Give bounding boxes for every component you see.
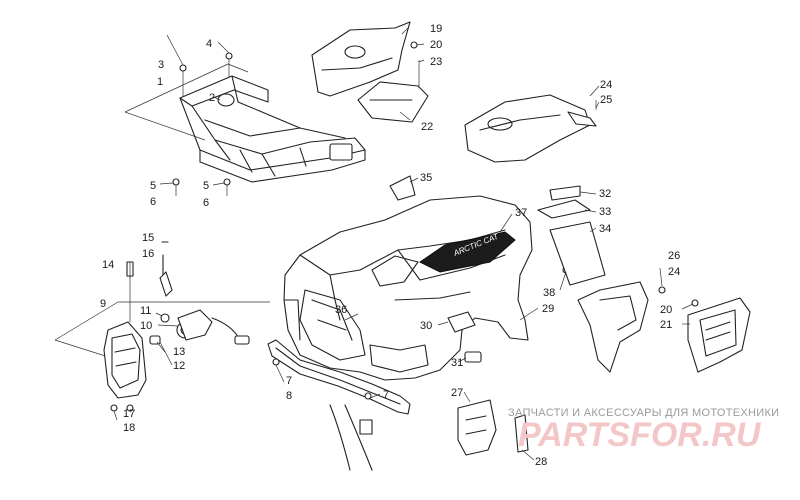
- callout-label: 8: [286, 390, 292, 402]
- headlight-assembly: [54, 241, 270, 412]
- callout-label: 29: [542, 303, 554, 315]
- callout-label: 27: [451, 387, 463, 399]
- callout-label: 5: [203, 180, 209, 192]
- callout-label: 14: [102, 259, 114, 271]
- callout-label: 7: [383, 389, 389, 401]
- rear-splash-guard: [464, 94, 597, 163]
- callout-label: 36: [335, 304, 347, 316]
- callout-label: 11: [140, 305, 151, 317]
- callout-label: 16: [142, 248, 154, 260]
- callout-labels: 1 2 3 4 5 6 5 6 7 8 7 9 10 11 12 13 14 1…: [100, 23, 680, 468]
- callout-label: 34: [599, 223, 611, 235]
- decals: [389, 175, 606, 286]
- callout-label: 26: [668, 250, 680, 262]
- callout-label: 23: [430, 56, 442, 68]
- callout-label: 18: [123, 422, 135, 434]
- callout-label: 31: [451, 357, 463, 369]
- side-panels: [577, 281, 751, 373]
- callout-label: 25: [600, 94, 612, 106]
- callout-label: 4: [206, 38, 212, 50]
- watermark-logo: PARTSFOR.RU: [518, 416, 762, 454]
- watermark: ЗАПЧАСТИ И АКСЕССУАРЫ ДЛЯ МОТОТЕХНИКИ PA…: [508, 407, 779, 454]
- front-fender: ARCTIC CAT: [283, 195, 533, 381]
- callout-label: 5: [150, 180, 156, 192]
- callout-label: 6: [150, 196, 156, 208]
- callout-label: 2: [209, 92, 215, 104]
- callout-label: 24: [668, 266, 680, 278]
- callout-label: 32: [599, 188, 611, 200]
- callout-label: 28: [535, 456, 547, 468]
- mud-flap: [457, 399, 529, 456]
- callout-label: 7: [286, 375, 292, 387]
- callout-label: 24: [600, 79, 612, 91]
- callout-label: 33: [599, 206, 611, 218]
- leader-lines: [113, 27, 694, 461]
- callout-label: 20: [660, 304, 672, 316]
- callout-label: 15: [142, 232, 154, 244]
- callout-label: 38: [543, 287, 555, 299]
- dash-panel: [311, 21, 429, 123]
- callout-label: 3: [158, 59, 164, 71]
- callout-label: 19: [430, 23, 442, 35]
- callout-label: 30: [420, 320, 432, 332]
- callout-label: 20: [430, 39, 442, 51]
- callout-label: 37: [515, 207, 527, 219]
- front-rack: [124, 52, 366, 196]
- front-bumper: [267, 339, 411, 471]
- callout-label: 35: [420, 172, 432, 184]
- callout-label: 6: [203, 197, 209, 209]
- watermark-caption: ЗАПЧАСТИ И АКСЕССУАРЫ ДЛЯ МОТОТЕХНИКИ: [508, 407, 779, 419]
- callout-label: 13: [173, 346, 185, 358]
- callout-label: 10: [140, 320, 152, 332]
- callout-label: 12: [173, 360, 185, 372]
- callout-label: 21: [660, 319, 672, 331]
- callout-label: 17: [123, 408, 135, 420]
- callout-label: 1: [157, 76, 163, 88]
- callout-label: 22: [421, 121, 433, 133]
- fender-hardware: [447, 266, 570, 363]
- callout-label: 9: [100, 298, 106, 310]
